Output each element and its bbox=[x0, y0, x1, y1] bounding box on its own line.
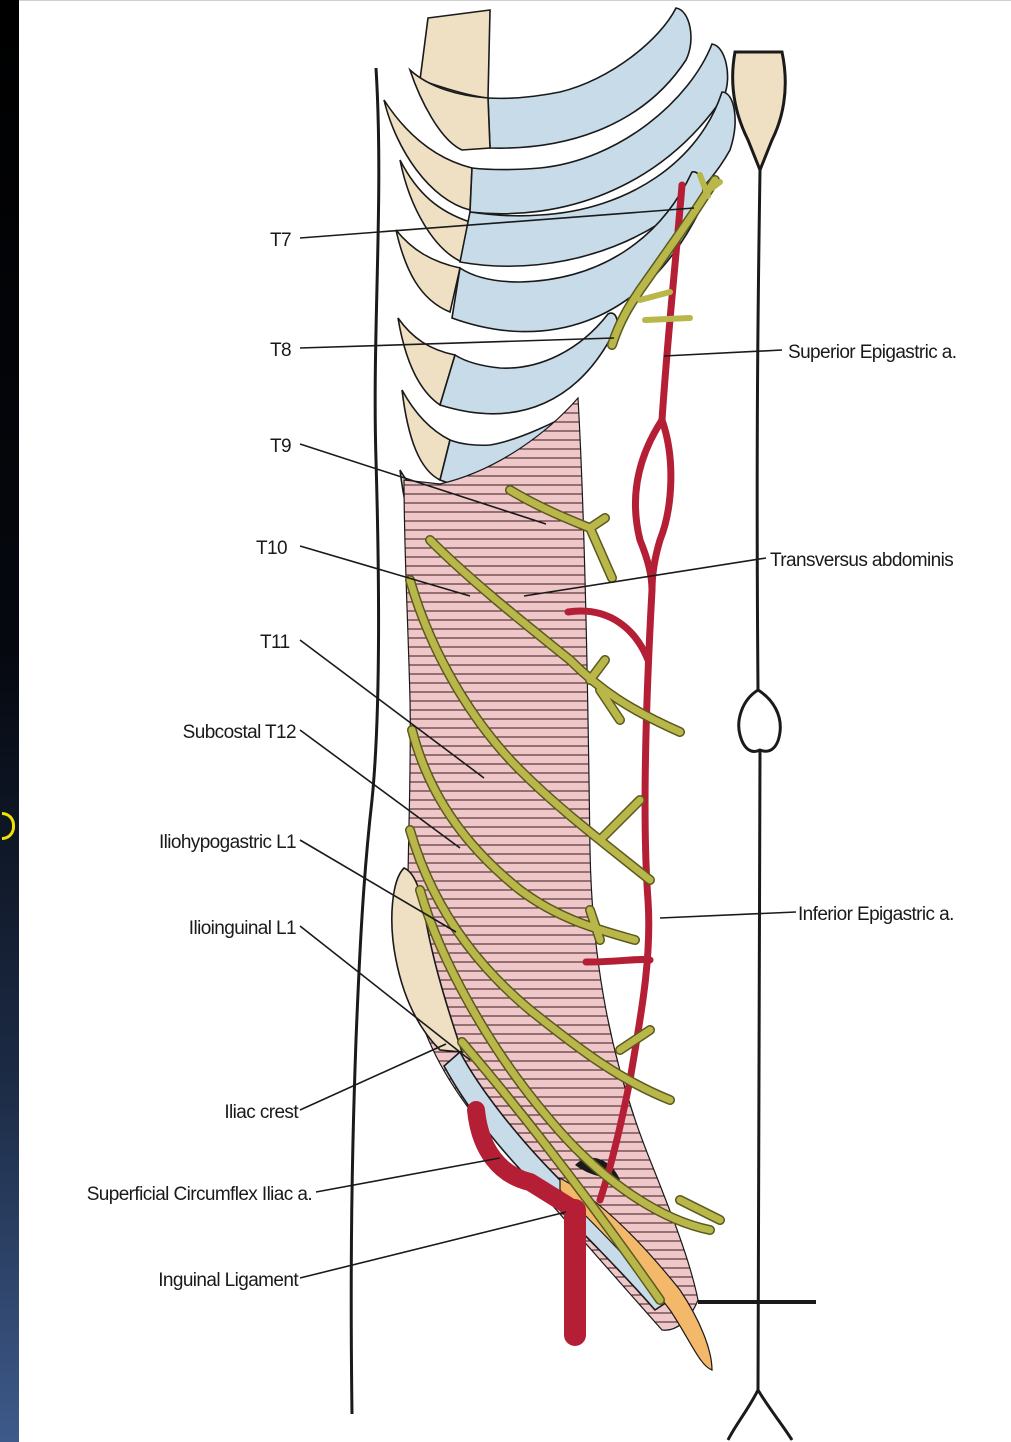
label-transversus-abdominis: Transversus abdominis bbox=[770, 550, 953, 571]
label-t10: T10 bbox=[256, 538, 287, 559]
label-subcostal-t12: Subcostal T12 bbox=[183, 722, 296, 743]
label-inferior-epigastric: Inferior Epigastric a. bbox=[798, 904, 954, 925]
label-ilioinguinal-l1: Ilioinguinal L1 bbox=[189, 918, 296, 939]
label-iliohypogastric-l1: Iliohypogastric L1 bbox=[159, 832, 296, 853]
pubic-outline bbox=[728, 1390, 792, 1440]
label-superficial-circumflex-iliac: Superficial Circumflex Iliac a. bbox=[87, 1184, 312, 1205]
umbilicus bbox=[739, 690, 781, 751]
label-inguinal-ligament: Inguinal Ligament bbox=[158, 1270, 299, 1291]
xiphoid bbox=[733, 52, 786, 170]
midline bbox=[757, 170, 760, 1390]
label-t7: T7 bbox=[270, 230, 291, 251]
label-t9: T9 bbox=[270, 436, 291, 457]
label-t11: T11 bbox=[260, 632, 290, 653]
label-superior-epigastric: Superior Epigastric a. bbox=[788, 342, 956, 363]
label-t8: T8 bbox=[270, 340, 291, 361]
body-outline-left bbox=[351, 68, 379, 1414]
label-iliac-crest: Iliac crest bbox=[224, 1102, 299, 1123]
